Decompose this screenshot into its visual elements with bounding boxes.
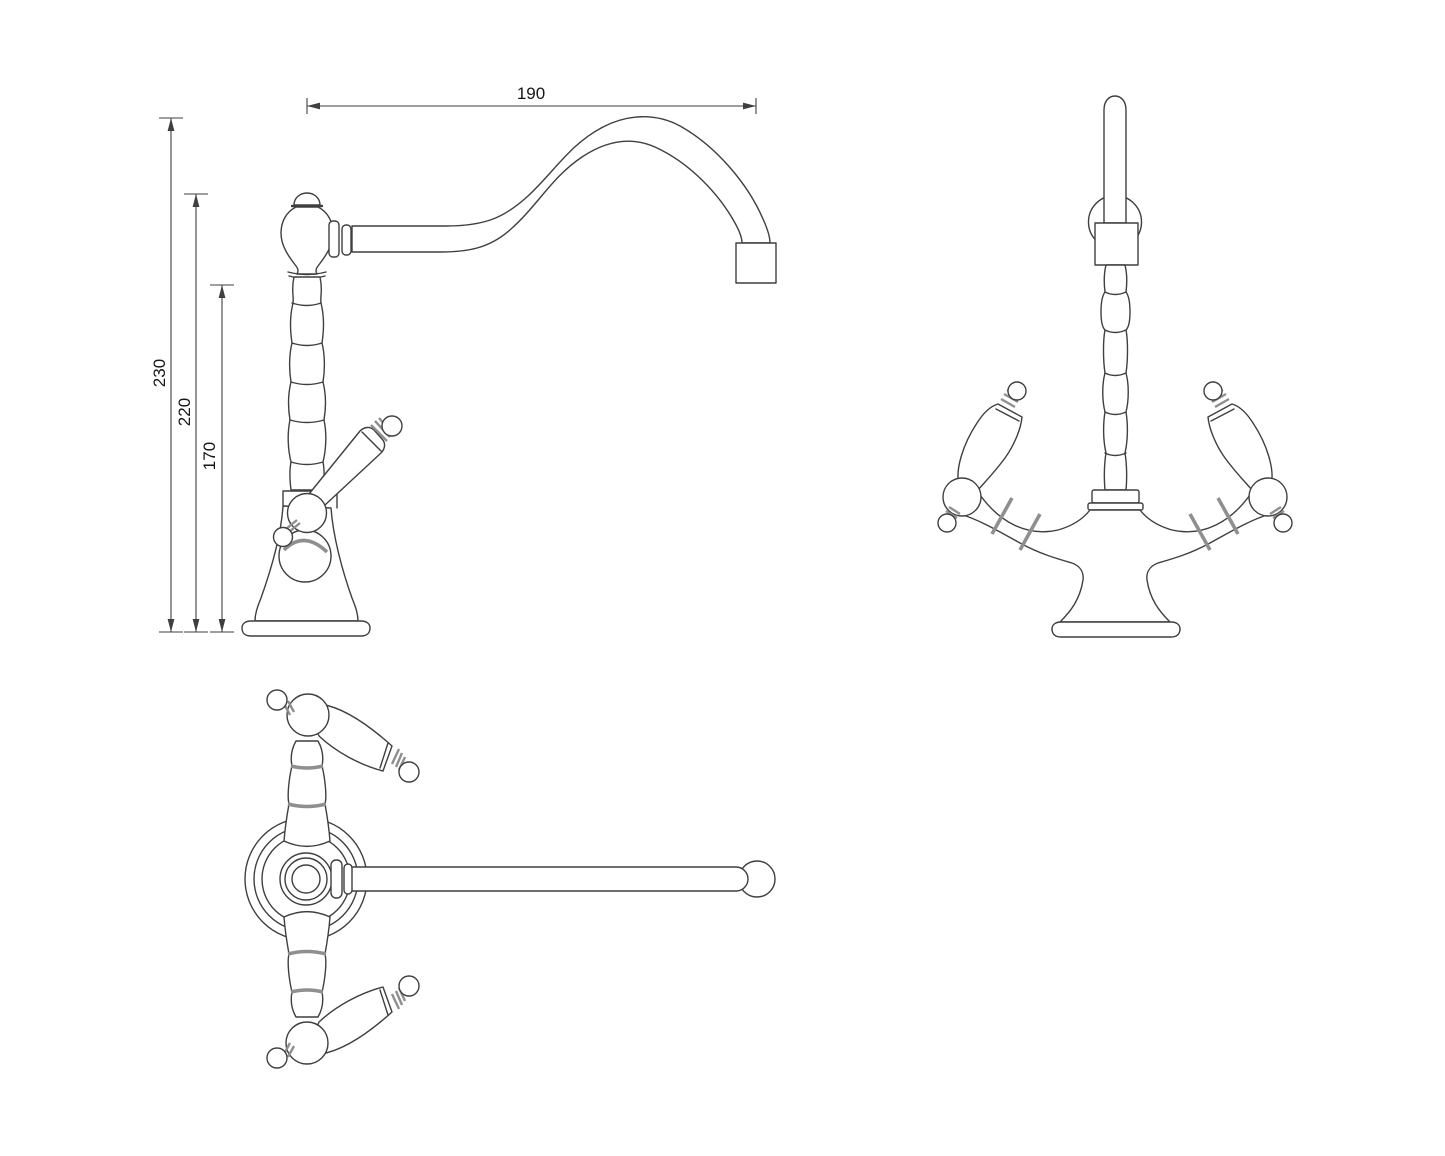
- body-collar: [1091, 489, 1140, 504]
- dim-label-body-height: 220: [175, 398, 194, 426]
- right-ball-joint: [1248, 477, 1288, 517]
- upper-ball-joint: [286, 693, 330, 737]
- dim-label-outlet-height: 170: [200, 442, 219, 470]
- column-segment-lines: [289, 302, 325, 466]
- left-ball-joint: [942, 477, 982, 517]
- dim-arrow-top: [218, 285, 226, 298]
- left-lever-cap-line: [995, 408, 1020, 422]
- far-handle-finial-ball: [272, 526, 294, 548]
- upper-handle-neck: [283, 740, 331, 847]
- spout-tube: [351, 116, 771, 253]
- dim-arrow-top: [167, 118, 175, 131]
- lever-handle-finial-ball: [381, 415, 403, 437]
- right-finial-ball: [1273, 513, 1293, 533]
- right-arm-bands: [1188, 497, 1240, 551]
- upper-grip-finial-ball: [398, 761, 420, 783]
- lower-grip-cap-line: [379, 989, 389, 1016]
- base-foot: [241, 620, 371, 637]
- dim-arrow-top: [192, 194, 200, 207]
- dimension-overall-height: 230: [150, 117, 183, 633]
- top-view: [244, 689, 776, 1069]
- right-lever-finial-ball: [1203, 381, 1223, 401]
- dimension-body-height: 220: [175, 193, 208, 633]
- side-view-faucet: [241, 116, 777, 637]
- left-finial-ball: [937, 513, 957, 533]
- dim-arrow-bottom: [167, 619, 175, 632]
- dimension-spout-reach: 190: [306, 84, 757, 114]
- aerator-outlet: [735, 242, 777, 284]
- spout-nut: [1094, 222, 1139, 266]
- upper-finial-ball: [266, 689, 288, 711]
- arm-collar-inner: [343, 863, 353, 895]
- dim-label-overall-height: 230: [150, 359, 169, 387]
- valve-body-ball: [286, 492, 328, 534]
- dim-arrow-bottom: [192, 619, 200, 632]
- dim-arrow-bottom: [218, 619, 226, 632]
- dimension-outlet-height: 170: [200, 284, 234, 633]
- body-flange: [1087, 502, 1144, 511]
- lower-ball-joint: [285, 1021, 329, 1065]
- far-handle-cap-band: [282, 538, 329, 554]
- dim-arrow-left: [307, 102, 320, 110]
- finial-bulb: [280, 206, 334, 275]
- column: [1100, 264, 1131, 491]
- front-view: [937, 95, 1293, 638]
- hub-circle-inner: [291, 864, 321, 894]
- right-lever-cap-line: [1210, 408, 1235, 422]
- dim-arrow-right: [743, 102, 756, 110]
- spout-collar-ring-inner: [341, 224, 352, 256]
- upper-grip-cap-line: [379, 742, 389, 769]
- dim-label-spout-reach: 190: [517, 84, 545, 103]
- riser-tube: [1103, 95, 1127, 224]
- base-foot: [1051, 621, 1181, 638]
- spout-arm: [347, 866, 749, 892]
- lower-finial-ball: [266, 1047, 288, 1069]
- lever-handle-cap-line: [361, 431, 382, 452]
- left-arm-bands: [990, 497, 1042, 551]
- finial-knob: [293, 192, 321, 206]
- upper-neck-bands: [287, 764, 327, 809]
- column-segment-lines: [1104, 291, 1127, 457]
- lower-neck-bands: [287, 949, 327, 994]
- lower-handle-neck: [283, 911, 331, 1018]
- spout-collar-ring-outer: [328, 220, 340, 258]
- arm-collar-outer: [330, 859, 343, 899]
- lower-grip-finial-ball: [398, 975, 420, 997]
- side-view: 190 230 220 170: [150, 84, 777, 637]
- left-lever-finial-ball: [1007, 381, 1027, 401]
